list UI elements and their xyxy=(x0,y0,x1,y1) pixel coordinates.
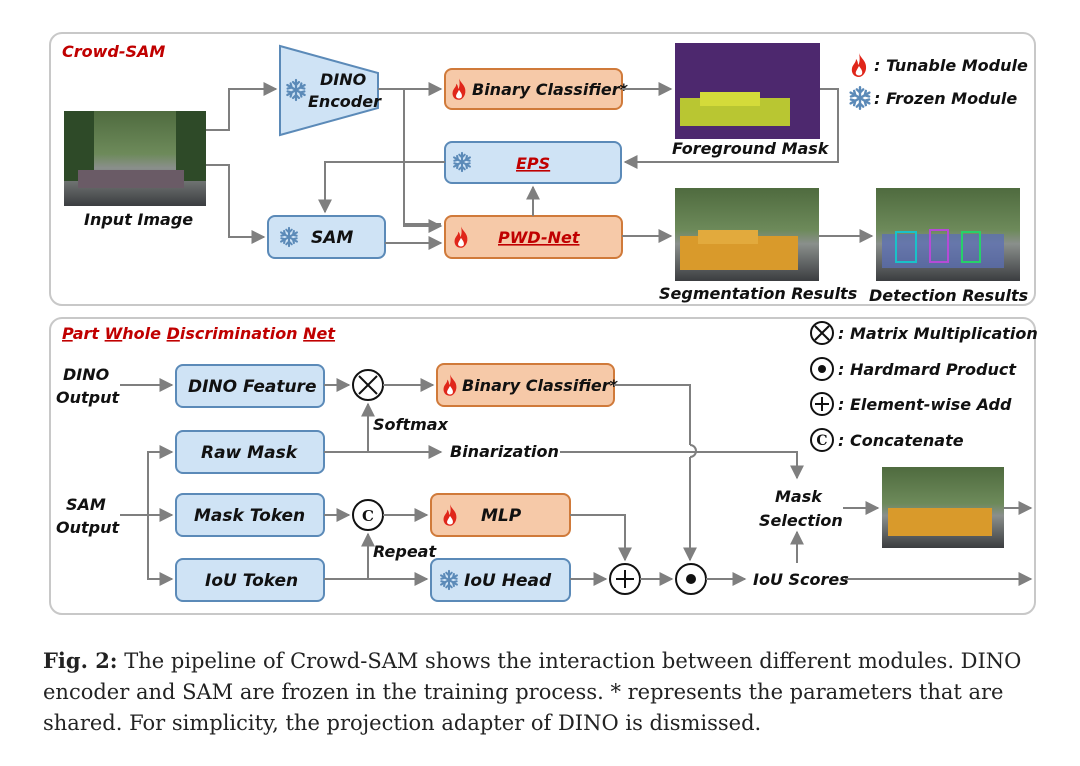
bottom-panel-title-part: art xyxy=(73,324,105,343)
bottom-panel-title-part: iscrimination xyxy=(180,324,303,343)
figure-caption-label: Fig. 2: xyxy=(43,648,118,673)
iou-scores-label: IoU Scores xyxy=(753,570,849,589)
sam-output-label-line2: Output xyxy=(56,518,120,537)
concatenate-operator-glyph: C xyxy=(362,507,374,525)
sam-block xyxy=(267,215,386,259)
iou-head-label: IoU Head xyxy=(464,571,552,591)
legend-tunable-text: : Tunable Module xyxy=(874,56,1028,75)
segmentation-results-image xyxy=(675,188,819,281)
input-image-label: Input Image xyxy=(84,210,193,229)
top-panel-title: Crowd-SAM xyxy=(62,42,165,61)
figure-caption: Fig. 2: The pipeline of Crowd-SAM shows … xyxy=(43,645,1053,739)
raw-mask-label: Raw Mask xyxy=(201,443,299,463)
legend-concatenate-text: : Concatenate xyxy=(838,431,964,450)
legend-frozen-text: : Frozen Module xyxy=(874,89,1017,108)
bottom-panel-title-part: P xyxy=(62,324,74,343)
mask-selection-result-image xyxy=(882,467,1004,548)
bottom-panel-title-part: hole xyxy=(122,324,166,343)
dino-feature-label: DINO Feature xyxy=(188,377,316,397)
hadamard-product-operator xyxy=(675,563,707,595)
bottom-panel-title-part: W xyxy=(105,324,124,343)
sam-label: SAM xyxy=(311,228,353,248)
legend-element-add xyxy=(810,392,834,416)
bottom-panel-title-part: Net xyxy=(303,324,336,343)
dino-encoder-block xyxy=(279,44,379,137)
sam-output-label-line1: SAM xyxy=(66,495,106,514)
figure-caption-text: The pipeline of Crowd-SAM shows the inte… xyxy=(43,649,1022,735)
binary-classifier-label-top: Binary Classifier* xyxy=(472,80,629,99)
bottom-panel-title-part: D xyxy=(167,324,180,343)
dino-output-label-line2: Output xyxy=(56,388,120,407)
foreground-mask-label: Foreground Mask xyxy=(672,139,830,158)
dino-encoder-label-line2: Encoder xyxy=(308,92,382,111)
eps-label: EPS xyxy=(516,154,550,173)
detection-results-image xyxy=(876,188,1020,281)
softmax-label: Softmax xyxy=(373,415,449,434)
iou-token-label: IoU Token xyxy=(205,571,298,591)
crowd-sam-diagram: Crowd-SAM Input Image DINO Encoder Binar… xyxy=(49,32,1038,615)
segmentation-results-label: Segmentation Results xyxy=(659,284,857,303)
matrix-multiplication-operator xyxy=(352,369,384,401)
mlp-label: MLP xyxy=(481,506,522,526)
mask-token-label: Mask Token xyxy=(194,506,305,526)
bottom-panel-title-text: Part Whole Discrimination Net xyxy=(62,324,336,343)
mask-selection-label-line2: Selection xyxy=(759,511,843,530)
repeat-label: Repeat xyxy=(373,542,437,561)
element-add-operator xyxy=(609,563,641,595)
dino-encoder-label-line1: DINO xyxy=(320,70,367,89)
legend-matrix-multiplication-text: : Matrix Multiplication xyxy=(838,324,1038,343)
detection-results-label: Detection Results xyxy=(869,286,1028,305)
binary-classifier-label-bottom: Binary Classifier* xyxy=(462,376,619,395)
legend-hadamard-product-text: : Hardmard Product xyxy=(838,360,1017,379)
bottom-connectors xyxy=(120,378,1033,586)
legend-element-add-text: : Element-wise Add xyxy=(838,395,1012,414)
pwd-net-label: PWD-Net xyxy=(498,228,581,247)
input-image xyxy=(64,111,206,206)
binarization-label: Binarization xyxy=(450,442,559,461)
concatenate-operator: C xyxy=(352,499,384,531)
legend-matrix-multiplication xyxy=(810,321,834,345)
dino-output-label-line1: DINO xyxy=(63,365,110,384)
mask-selection-label-line1: Mask xyxy=(775,487,823,506)
foreground-mask-image xyxy=(675,43,820,139)
bottom-panel-title: Part Whole Discrimination Net xyxy=(62,324,336,343)
legend-concatenate: C xyxy=(810,428,834,452)
top-connectors xyxy=(206,82,874,250)
legend-hadamard-product xyxy=(810,357,834,381)
legend-concatenate-glyph: C xyxy=(816,433,827,449)
